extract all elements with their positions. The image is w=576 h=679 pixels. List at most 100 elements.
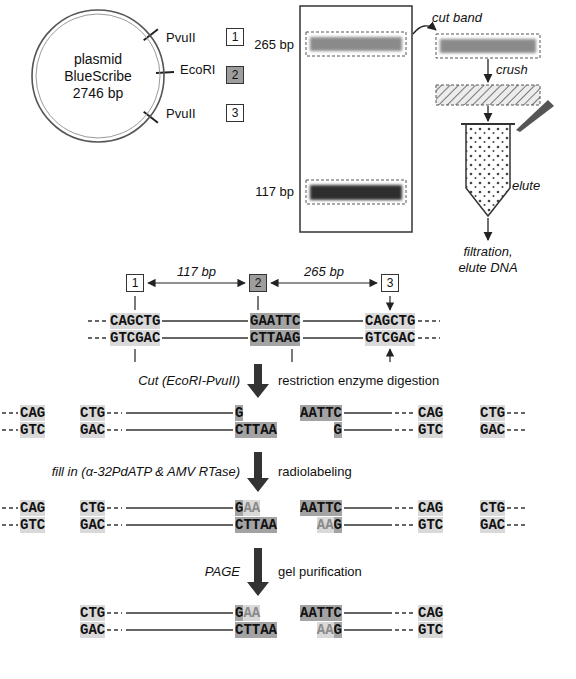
- sequence-text: CTG: [480, 405, 505, 421]
- sequence-text: G: [334, 622, 342, 638]
- callout-number: 3: [232, 106, 239, 120]
- added-nucleotides: AA: [317, 622, 334, 638]
- size-arrow: [148, 282, 245, 283]
- step-arrow: [247, 452, 269, 492]
- process-arrow: [487, 59, 488, 82]
- sequence-text: CTG: [80, 605, 105, 621]
- sequence-text: GTCGAC: [110, 330, 160, 346]
- node-content: 3: [382, 275, 398, 291]
- step-arrow: [247, 548, 269, 596]
- sequence-text: G: [235, 405, 243, 421]
- size-label: 265 bp: [304, 264, 344, 279]
- sequence-text: GAC: [80, 517, 105, 533]
- site-number-box: 2: [226, 66, 244, 84]
- sequence-text: G: [235, 500, 243, 516]
- cut-site-arrow: [135, 349, 390, 362]
- sequence-text: G: [235, 605, 243, 621]
- crushed-gel: [436, 85, 540, 105]
- node-content: 2: [250, 275, 266, 291]
- step-note: cut band: [432, 10, 482, 26]
- callout-number: 1: [132, 276, 139, 290]
- step-name: Cut (EcoRI-PvuII): [10, 373, 240, 389]
- sequence-text: AATTC: [300, 500, 342, 516]
- sequence-text: CTTAA: [235, 422, 277, 438]
- process-arrow: [413, 26, 436, 34]
- plasmid-circle: plasmid BlueScribe 2746 bp: [30, 8, 166, 144]
- step-description: restriction enzyme digestion: [278, 373, 439, 389]
- gel-band: [310, 37, 402, 51]
- sequence-text: CTG: [480, 500, 505, 516]
- band-outline: [306, 32, 406, 56]
- sequence-text: CAG: [20, 500, 45, 516]
- sequence-text: GAC: [80, 422, 105, 438]
- node-content: 2: [227, 67, 243, 83]
- band-outline: [436, 34, 540, 58]
- node-content: 1: [227, 29, 243, 45]
- gel-frame: [300, 6, 412, 232]
- process-arrow: [487, 218, 488, 240]
- sequence-text: GTCGAC: [365, 330, 415, 346]
- site-number-box: 3: [381, 274, 399, 292]
- enzyme-site-label: PvuII: [166, 30, 196, 46]
- step-description: gel purification: [278, 564, 362, 580]
- site-number-box: 2: [249, 274, 267, 292]
- site-number-box: 3: [226, 104, 244, 122]
- band-size-label: 265 bp: [244, 37, 294, 53]
- cut-site-arrow: [135, 296, 390, 310]
- sequence-text: GAC: [80, 622, 105, 638]
- step-arrow: [247, 364, 269, 398]
- callout-number: 3: [387, 276, 394, 290]
- sequence-text: CAGCTG: [110, 313, 160, 329]
- callout-number: 2: [255, 276, 262, 290]
- node-content: 3: [227, 105, 243, 121]
- plasmid-ring-inner: [36, 14, 160, 138]
- band-size-label: 117 bp: [244, 184, 294, 200]
- step-description: radiolabeling: [278, 464, 352, 480]
- site-number-box: 1: [126, 274, 144, 292]
- sequence-text: CAGCTG: [365, 313, 415, 329]
- step-note: crush: [496, 62, 528, 78]
- sequence-text: GAC: [480, 517, 505, 533]
- step-note: elute: [512, 178, 540, 194]
- band-outline: [306, 180, 406, 204]
- sequence-text: GTC: [418, 517, 443, 533]
- added-nucleotides: AA: [243, 605, 260, 621]
- size-label: 117 bp: [177, 264, 216, 279]
- plasmid-name: plasmid BlueScribe 2746 bp: [56, 51, 140, 102]
- sequence-text: GTC: [418, 622, 443, 638]
- sequence-text: CTG: [80, 405, 105, 421]
- sequence-text: GTC: [20, 517, 45, 533]
- added-nucleotides: AA: [317, 517, 334, 533]
- step-note: filtration, elute DNA: [448, 244, 528, 276]
- sequence-text: CAG: [418, 500, 443, 516]
- sequence-text: GTC: [418, 422, 443, 438]
- step-name: PAGE: [10, 564, 240, 580]
- sequence-text: G: [334, 422, 342, 438]
- elution-tube: [466, 124, 510, 216]
- node-content: plasmid BlueScribe 2746 bp: [30, 8, 166, 144]
- plasmid-ring-outer: [32, 10, 164, 142]
- sequence-text: AATTC: [300, 405, 342, 421]
- sequence-text: GAC: [480, 422, 505, 438]
- sequence-text: G: [334, 517, 342, 533]
- excised-band: [440, 39, 536, 53]
- enzyme-site-label: PvuII: [166, 106, 196, 122]
- gel-band: [310, 185, 402, 200]
- site-number-box: 1: [226, 28, 244, 46]
- callout-number: 1: [232, 30, 239, 44]
- sequence-text: CTTAA: [235, 622, 277, 638]
- sequence-text: CTTAAG: [250, 330, 300, 346]
- enzyme-site-label: EcoRI: [180, 62, 215, 78]
- step-name: fill in (α-32PdATP & AMV RTase): [10, 464, 240, 480]
- tube-lip: [461, 123, 515, 125]
- sequence-text: CAG: [20, 405, 45, 421]
- callout-number: 2: [232, 68, 239, 82]
- sequence-text: AATTC: [300, 605, 342, 621]
- process-arrow: [487, 106, 488, 121]
- node-content: 1: [127, 275, 143, 291]
- pipette-tip: [516, 100, 554, 132]
- size-arrow: [271, 282, 377, 283]
